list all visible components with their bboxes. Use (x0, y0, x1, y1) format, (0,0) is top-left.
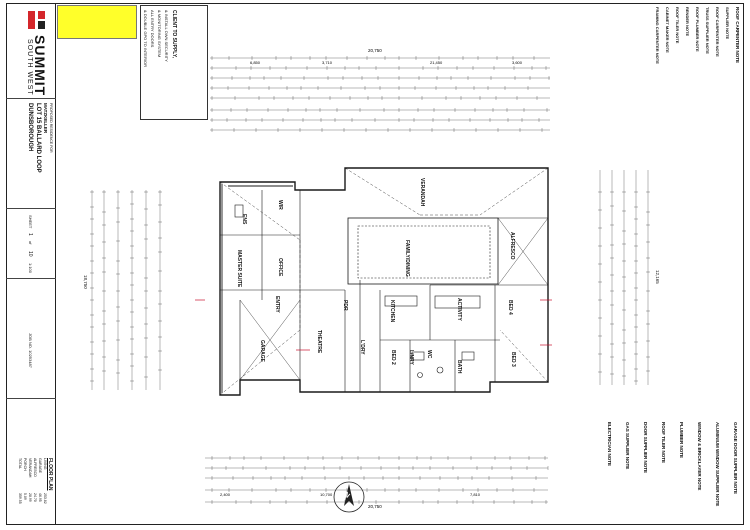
room-label-bed4: BED 4 (507, 300, 513, 315)
highlight-note-box (57, 5, 137, 39)
north-arrow-icon (333, 481, 365, 513)
room-label-alfresco: ALFRESCO (509, 232, 515, 260)
room-label-lnry: L/NRY (408, 350, 414, 365)
drawing-sheet-border (6, 3, 744, 525)
room-label-bath: BATH (456, 360, 462, 374)
dim-top-segment: 3,600 (512, 60, 523, 65)
title-block-divider (6, 208, 56, 209)
room-label-entry: ENTRY (274, 296, 280, 313)
dim-overall-right: 12,165 (655, 270, 660, 284)
client-supply-note: CLIENT TO SUPPLY, & INSTALL OWN SECURITY… (140, 5, 208, 120)
room-label-ldry: L'DRY (359, 340, 365, 355)
room-label-pdr: PDR (342, 300, 348, 311)
dim-bottom-segment: 2,400 (220, 492, 231, 497)
room-label-wir: WIR (277, 200, 283, 210)
room-label-wc: WC (426, 350, 432, 359)
room-label-bed3: BED 3 (510, 352, 516, 367)
room-label-garage: GARAGE (259, 340, 265, 362)
room-label-verandah: VERANDAH (419, 178, 425, 207)
title-block-divider (6, 98, 56, 99)
north-arrow: N (330, 478, 368, 516)
room-label-ens: ENS (241, 214, 247, 225)
title-block: SUMMIT SOUTH WEST PROPOSED RESIDENCE FOR… (6, 3, 56, 525)
room-label-master: MASTER SUITE (236, 250, 242, 288)
summit-logo-icon (28, 11, 45, 29)
dim-bottom-segment: 10,700 (320, 492, 333, 497)
dim-top-segment: 6,850 (250, 60, 261, 65)
room-label-kitchen: KITCHEN (389, 300, 395, 323)
dim-top-segment: 21,450 (430, 60, 443, 65)
brand-logo (26, 9, 50, 31)
room-label-activity: ACTIVITY (456, 298, 462, 321)
title-block-divider (6, 278, 56, 279)
dim-overall-bottom: 20,750 (368, 504, 382, 509)
room-label-bed2: BED 2 (390, 350, 396, 365)
title-block-divider (6, 398, 56, 399)
dim-bottom-segment: 7,810 (470, 492, 481, 497)
dim-overall-top: 20,750 (368, 48, 382, 53)
room-label-theatre: THEATRE (316, 330, 322, 354)
dim-overall-left: 18,750 (83, 275, 88, 289)
room-label-family: FAMILY/DINING (404, 240, 410, 277)
room-label-office: OFFICE (277, 258, 283, 277)
dim-top-segment: 3,710 (322, 60, 333, 65)
